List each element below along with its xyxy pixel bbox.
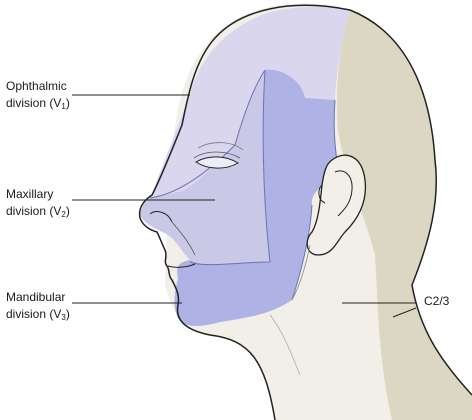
mouth bbox=[167, 263, 196, 268]
ophthalmic-v1-region bbox=[150, 6, 350, 198]
ear-inner-fold bbox=[334, 170, 353, 217]
maxillary-label-line1: Maxillary bbox=[6, 187, 54, 201]
nostril bbox=[149, 211, 173, 223]
maxillary-label: Maxillary division (V2) bbox=[6, 186, 70, 223]
mandibular-label-line1: Mandibular bbox=[6, 290, 66, 304]
mandibular-v3-region bbox=[174, 69, 340, 327]
cervical-label: C2/3 bbox=[424, 294, 450, 308]
mandibular-label-line2: division (V3) bbox=[6, 307, 70, 322]
ophthalmic-label-line2: division (V1) bbox=[6, 96, 70, 111]
c2-c3-region bbox=[336, 10, 472, 420]
eyebrow bbox=[197, 142, 244, 151]
head-outline bbox=[138, 4, 472, 420]
jaw-line bbox=[291, 244, 311, 301]
ophthalmic-label: Ophthalmic division (V1) bbox=[6, 78, 70, 115]
mandibular-label: Mandibular division (V3) bbox=[6, 289, 70, 326]
eyelid-crease bbox=[193, 151, 241, 159]
neck-line bbox=[269, 314, 301, 376]
cervical-leader-line-2 bbox=[392, 307, 417, 318]
maxillary-label-line2: division (V2) bbox=[6, 204, 70, 219]
eye bbox=[195, 156, 239, 169]
ear-tragus bbox=[318, 184, 326, 204]
nasolabial-fold bbox=[171, 221, 196, 256]
v2-v3-boundary bbox=[189, 69, 271, 266]
maxillary-v2-region bbox=[139, 70, 270, 265]
ophthalmic-label-line1: Ophthalmic bbox=[6, 79, 67, 93]
